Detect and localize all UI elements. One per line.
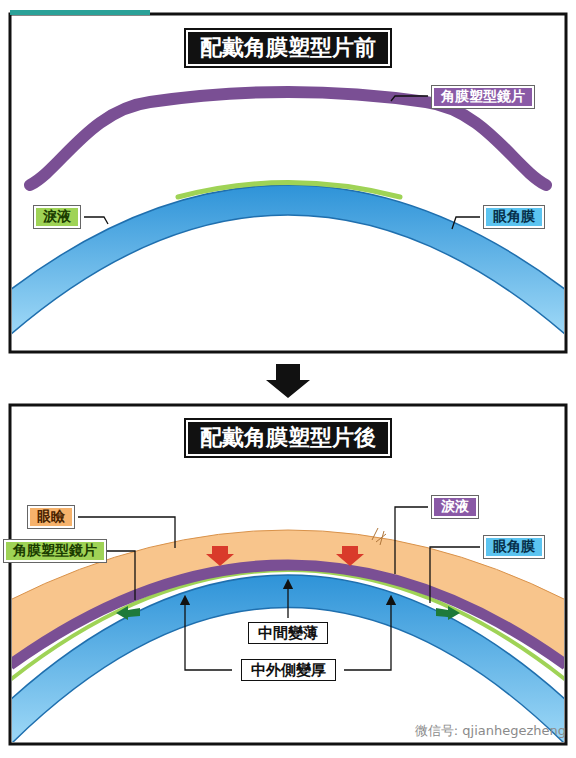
lens-label: 淚液 (432, 496, 478, 518)
tear-label: 淚液 (34, 206, 80, 228)
pressure-arrow (336, 546, 364, 566)
watermark: 微信号: qjianhegezheng (415, 722, 566, 740)
ortho-k-lens (12, 565, 564, 665)
tear-arrow (436, 606, 460, 620)
leader-lines (78, 507, 480, 670)
label-text: 眼瞼 (37, 508, 65, 526)
label-text: 角膜塑型鏡片 (441, 88, 525, 106)
cornea-label: 眼角膜 (484, 206, 544, 228)
cornea-label: 眼角膜 (484, 536, 544, 558)
tear-label: 角膜塑型鏡片 (4, 540, 106, 562)
label-text: 淚液 (441, 498, 469, 516)
label-text: 配戴角膜塑型片後 (200, 423, 376, 453)
label-text: 角膜塑型鏡片 (13, 542, 97, 560)
label-text: 眼角膜 (493, 208, 535, 226)
tear-arrow (116, 606, 140, 620)
title-box: 配戴角膜塑型片後 (186, 420, 390, 456)
tear-film (178, 183, 400, 198)
label-text: 中間變薄 (258, 624, 318, 643)
label-text: 配戴角膜塑型片前 (200, 33, 376, 63)
title-box: 配戴角膜塑型片前 (186, 30, 390, 66)
panel-frame (10, 405, 566, 744)
pressure-arrow (206, 546, 234, 566)
lens-label: 角膜塑型鏡片 (432, 86, 534, 108)
eyelid-label: 眼瞼 (28, 506, 74, 528)
eyelash (372, 528, 386, 545)
label-text: 中外側變厚 (251, 661, 326, 680)
label-text: 眼角膜 (493, 538, 535, 556)
down-arrow (266, 364, 310, 398)
panel-frame (10, 14, 566, 352)
accent-bar (10, 10, 150, 15)
note-box: 中間變薄 (248, 622, 328, 644)
label-text: 淚液 (43, 208, 71, 226)
cornea (12, 185, 564, 335)
eyelid (12, 530, 564, 660)
note-box: 中外側變厚 (241, 659, 336, 681)
leader-lines (84, 96, 480, 229)
